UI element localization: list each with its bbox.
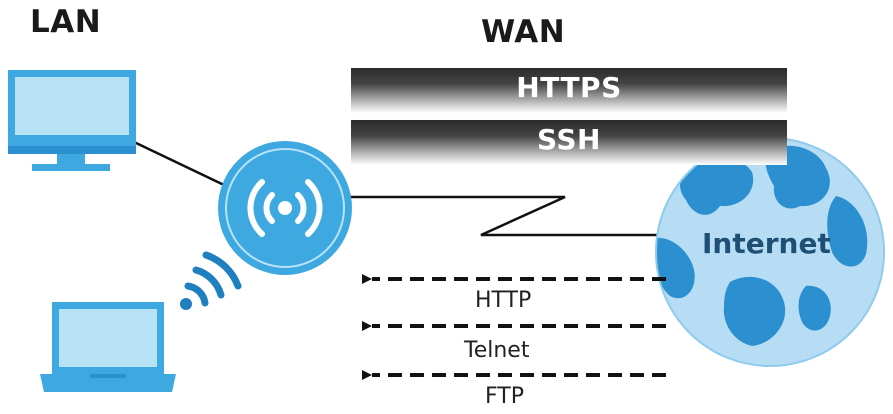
wireless-router-icon bbox=[218, 141, 352, 275]
wifi-waves-icon bbox=[180, 251, 242, 310]
ssh-tunnel-band: SSH bbox=[351, 120, 787, 165]
lan-label: LAN bbox=[30, 4, 102, 40]
lan-link-line bbox=[133, 140, 225, 187]
laptop-icon bbox=[40, 302, 176, 392]
https-tunnel-band: HTTPS bbox=[351, 68, 787, 113]
globe-icon bbox=[655, 137, 885, 367]
ftp-label: FTP bbox=[485, 384, 524, 409]
telnet-label: Telnet bbox=[464, 338, 530, 363]
wan-label: WAN bbox=[481, 14, 566, 50]
http-label: HTTP bbox=[475, 288, 532, 313]
desktop-computer-icon bbox=[8, 70, 136, 171]
internet-label: Internet bbox=[702, 227, 831, 260]
wan-link-line bbox=[348, 195, 675, 237]
